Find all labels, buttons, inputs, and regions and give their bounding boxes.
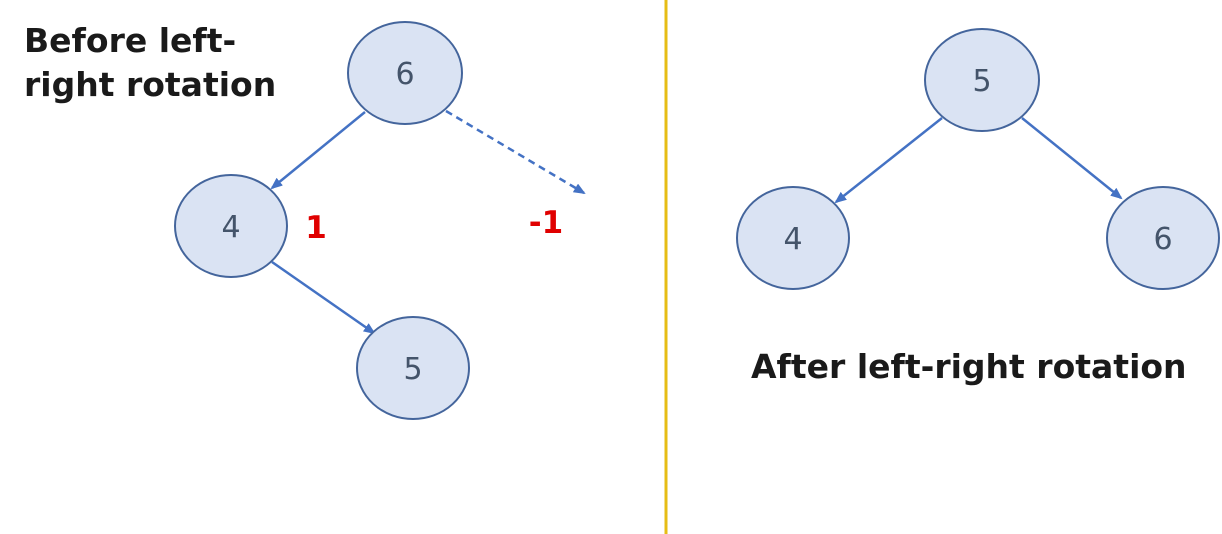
after-node-root: 5	[924, 28, 1040, 132]
edge-5-to-6	[1021, 117, 1123, 200]
before-title: Before left-right rotation	[24, 21, 277, 104]
before-node-left-label: 4	[221, 210, 240, 245]
before-node-left: 4	[174, 174, 288, 278]
before-node-left-right: 5	[356, 316, 470, 420]
edge-4-to-5	[271, 260, 376, 335]
after-node-root-label: 5	[972, 64, 991, 99]
edge-5-to-4	[834, 117, 943, 204]
balance-left-label: 1	[305, 210, 327, 246]
before-node-root-label: 6	[395, 57, 414, 92]
after-title: After left-right rotation	[751, 347, 1187, 386]
edge-6-to-missing-right	[445, 109, 586, 195]
edge-6-to-4	[270, 111, 366, 190]
before-node-left-right-label: 5	[403, 352, 422, 387]
before-node-root: 6	[347, 21, 463, 125]
balance-right-label: -1	[529, 205, 563, 241]
after-node-right-label: 6	[1153, 222, 1172, 257]
after-node-left: 4	[736, 186, 850, 290]
after-node-right: 6	[1106, 186, 1220, 290]
after-node-left-label: 4	[783, 222, 802, 257]
